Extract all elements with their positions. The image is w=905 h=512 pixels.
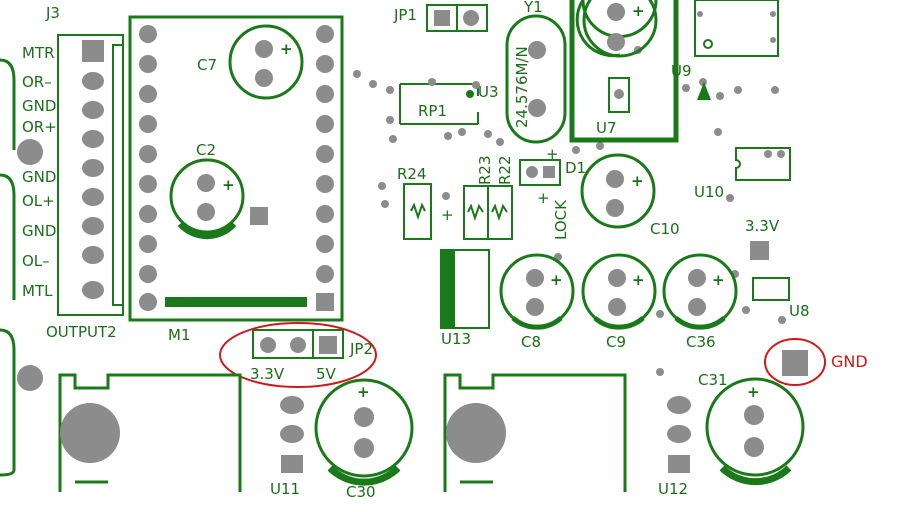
test-pad-3v3-label: 3.3V [745,217,780,235]
capacitor-c2: + [169,158,245,240]
capacitor-c9: + [581,253,657,330]
crystal-value: 24.576M/N [513,46,531,128]
c10-polarity: + [631,172,644,190]
c36-polarity: + [712,271,725,289]
c2-label: C2 [196,141,216,159]
capacitor-c10: + [580,153,656,229]
test-pad-3v3 [750,241,769,260]
left-edge-outline [0,58,43,477]
d1-label: D1 [565,159,586,177]
pin-label-or-plus: OR+ [22,118,57,136]
resistor-pack-rp1 [386,83,479,125]
chip-u9 [694,0,779,100]
c30-label: C30 [346,483,376,501]
capacitor-c30: + [314,378,414,486]
r22-label: R22 [496,155,514,185]
pin-label-mtr: MTR [22,44,55,62]
gnd-test-pad [764,338,826,386]
pin-label-gnd-1: GND [22,97,56,115]
u3-label: U3 [478,83,499,101]
jumper-jp2 [219,322,377,388]
c30-polarity: + [357,383,370,401]
resistors-r23-r22: + [441,185,513,240]
top-cap-polarity: + [632,2,645,20]
chip-u10 [735,147,791,181]
pin-label-or-minus: OR– [22,73,52,91]
c9-polarity: + [632,271,645,289]
c36-label: C36 [686,333,716,351]
pin-label-ol-minus: OL– [22,252,50,270]
j3-label: J3 [45,4,60,22]
module-m1 [128,15,344,322]
rp1-label: RP1 [418,102,447,120]
c7-label: C7 [197,56,217,74]
capacitor-top-partial: + [575,0,658,58]
chip-u8 [752,277,790,301]
pin-label-mtl: MTL [22,282,53,300]
pin-label-ol-plus: OL+ [22,192,55,210]
regulator-block-left [58,373,304,492]
c8-polarity: + [550,271,563,289]
resistor-r24 [403,183,432,240]
r23-polarity: + [441,206,454,224]
c8-label: C8 [521,333,541,351]
c7-polarity: + [280,40,293,58]
pin-label-gnd-2: GND [22,168,56,186]
u10-label: U10 [694,183,724,201]
c31-label: C31 [698,371,728,389]
regulator-block-right [443,373,691,492]
u13-label: U13 [441,330,471,348]
lock-label: LOCK [552,199,570,240]
jp2-option-5v: 5V [316,365,337,383]
y1-label: Y1 [523,0,543,16]
c9-label: C9 [606,333,626,351]
pin-label-gnd-3: GND [22,222,56,240]
m1-label: M1 [168,326,191,344]
capacitor-c7: + [228,24,304,100]
r23-label: R23 [476,155,494,185]
d1-polarity: + [546,145,559,163]
r24-label: R24 [397,165,427,183]
c2-polarity: + [222,176,235,194]
vias [353,46,786,376]
u12-label: U12 [658,480,688,498]
capacitor-c8: + [499,253,575,330]
chip-u13 [440,249,490,329]
c10-label: C10 [650,220,680,238]
capacitor-c36: + [662,253,738,330]
crystal-y1: 24.576M/N [505,14,567,144]
jumper-jp1 [426,4,488,32]
gnd-label: GND [831,352,868,371]
diode-d1: + LOCK + [519,145,570,240]
c31-polarity: + [747,383,760,401]
connector-j3 [57,34,124,316]
jp1-label: JP1 [393,6,417,24]
copper-trace-outline [569,0,679,143]
u8-label: U8 [789,302,810,320]
u9-label: U9 [671,62,692,80]
u11-label: U11 [270,480,300,498]
jp2-label: JP2 [349,340,373,358]
u7-label: U7 [596,119,617,137]
jp2-option-3v3: 3.3V [250,365,285,383]
capacitor-c31: + [705,377,805,486]
chip-u7 [608,77,630,113]
lock-polarity: + [537,189,550,207]
output2-label: OUTPUT2 [46,323,117,341]
